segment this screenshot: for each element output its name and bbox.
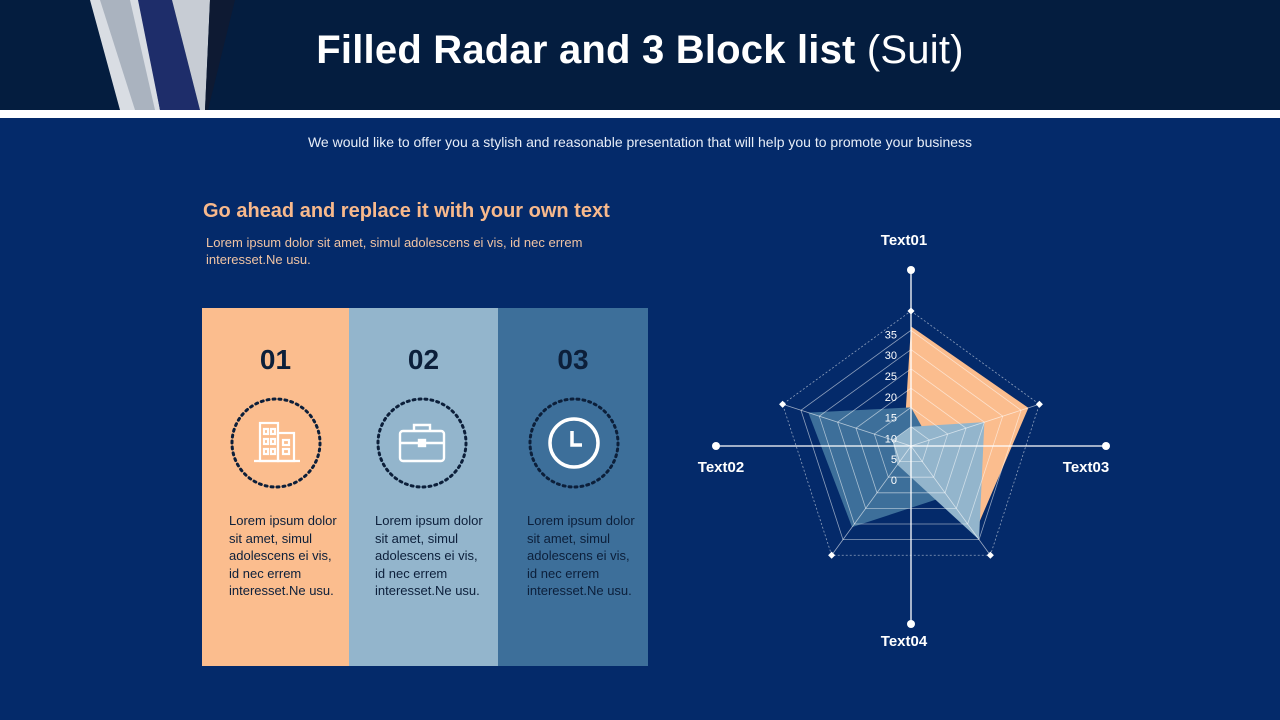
radar-series-3: [892, 422, 985, 540]
radar-tick-label: 15: [885, 413, 897, 425]
briefcase-icon: [376, 397, 468, 489]
radar-vertex-marker: [1035, 400, 1043, 408]
header-divider: [0, 110, 1280, 118]
page-subtitle: We would like to offer you a stylish and…: [307, 134, 973, 150]
radar-tick-label: 20: [885, 392, 897, 404]
radar-spoke: [910, 445, 991, 556]
axis-end-dot: [712, 442, 720, 450]
radar-grid-ring: [837, 368, 985, 509]
radar-tick-label: 25: [885, 371, 897, 383]
radar-grid-ring: [818, 349, 1004, 525]
radar-vertex-marker: [986, 551, 994, 559]
axis-end-dot: [907, 620, 915, 628]
radar-category-label: Text01: [881, 232, 927, 249]
block-02: 02 Lorem ipsum dolor sit amet, simul ado…: [349, 308, 498, 666]
radar-grid-ring: [892, 426, 930, 463]
block-number: 03: [557, 344, 589, 375]
radar-grid-ring: [782, 310, 1040, 556]
radar-tick-label: 0: [891, 475, 897, 487]
radar-vertex-marker: [828, 551, 836, 559]
clock-icon: [528, 397, 620, 489]
radar-vertex-marker: [779, 400, 787, 408]
block-text: Lorem ipsum dolor sit amet, simul adoles…: [375, 513, 483, 598]
radar-tick-label: 35: [885, 329, 897, 341]
suit-tie-image: [90, 0, 235, 110]
radar-tick-label: 10: [885, 433, 897, 445]
radar-series-1: [903, 326, 1029, 534]
axis-end-dot: [1102, 442, 1110, 450]
radar-tick-label: 30: [885, 350, 897, 362]
radar-grid-ring: [855, 387, 967, 494]
radar-vertex-marker: [907, 307, 915, 315]
block-03: 03 Lorem ipsum dolor sit amet, simul ado…: [498, 308, 648, 666]
block-text: Lorem ipsum dolor sit amet, simul adoles…: [527, 513, 635, 598]
section-heading: Go ahead and replace it with your own te…: [203, 200, 610, 222]
block-text: Lorem ipsum dolor sit amet, simul adoles…: [229, 513, 337, 598]
page-title: Filled Radar and 3 Block list (Suit): [316, 28, 964, 72]
block-number: 02: [407, 344, 440, 375]
radar-spoke: [910, 403, 1040, 447]
section-description: Lorem ipsum dolor sit amet, simul adoles…: [206, 235, 583, 267]
radar-spoke: [831, 445, 912, 556]
radar-grid-ring: [800, 329, 1022, 541]
radar-grid-ring: [873, 406, 949, 478]
radar-series-2: [808, 407, 948, 528]
building-icon: [230, 397, 322, 489]
radar-category-label: Text03: [1063, 459, 1109, 476]
block-01: 01 Lorem ipsum dolor sit amet, simul ado…: [202, 308, 349, 666]
radar-category-label: Text04: [881, 633, 928, 650]
block-number: 01: [259, 344, 292, 375]
radar-category-label: Text02: [698, 459, 744, 476]
radar-tick-label: 5: [891, 454, 897, 466]
radar-spoke: [782, 403, 912, 447]
axis-end-dot: [907, 266, 915, 274]
